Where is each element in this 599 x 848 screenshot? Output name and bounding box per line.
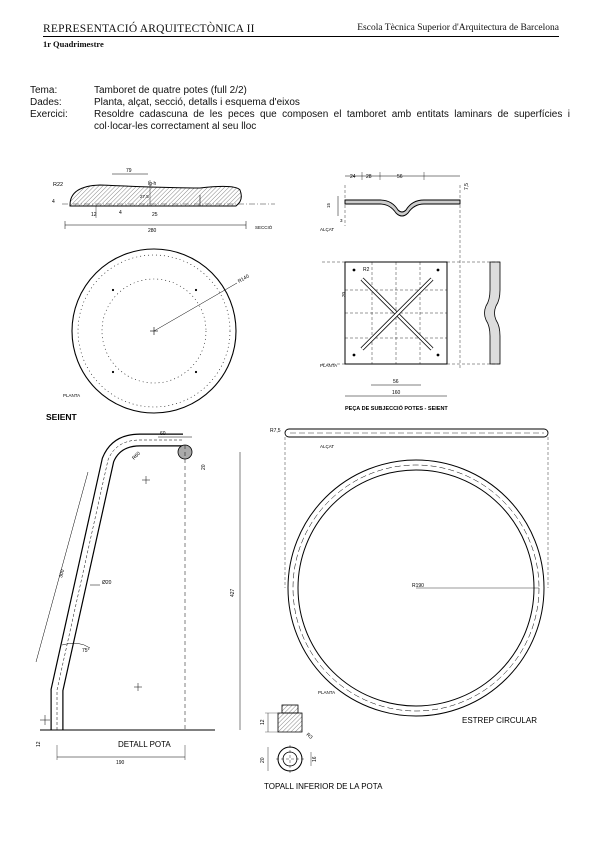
dim-12b: 12	[36, 741, 42, 747]
dim-r190: R190	[412, 583, 424, 589]
dim-16: 16	[312, 756, 318, 762]
label-planta-peca: PLANTA	[320, 363, 337, 368]
dim-56a: 56	[397, 174, 403, 180]
label-detall-pota: DETALL POTA	[118, 740, 171, 749]
dim-20b: 20	[201, 464, 207, 470]
dim-190: 190	[116, 760, 125, 766]
leg-cap-view: R3 12 20 16 TOPALL INFERIOR DE LA POTA	[260, 704, 383, 791]
dim-79: 79	[126, 168, 132, 174]
dim-56b: 56	[393, 379, 399, 385]
label-planta-seient: PLANTA	[63, 393, 80, 398]
exercise-info: Tema:Tamboret de quatre potes (full 2/2)…	[30, 85, 570, 133]
dim-diam-20: Ø20	[102, 580, 112, 586]
dim-angle-75: 75°	[82, 648, 90, 654]
dim-24: 24	[350, 174, 356, 180]
dim-7-5: 7,5	[464, 183, 470, 190]
dim-280: 280	[148, 228, 157, 234]
dim-r3: R3	[305, 732, 314, 741]
dim-12c: 12	[260, 719, 266, 725]
leg-detail-view: 60 R60 20 300 Ø20 75° 427 12 190 DETALL …	[35, 431, 241, 766]
dim-r2: R2	[363, 267, 370, 273]
ring-view: R7,5 ALÇAT R190 PLANTA ESTREP CIRCULAR	[270, 428, 549, 725]
bracket-elevation-view: 24 28 56 7,5 15 3 ALÇAT	[320, 172, 470, 370]
label-planta-estrep: PLANTA	[318, 690, 335, 695]
label-alcat-estrep: ALÇAT	[320, 444, 334, 449]
info-row-dades: Dades:Planta, alçat, secció, detalls i e…	[30, 97, 300, 108]
dim-r140: R140	[237, 273, 251, 284]
dim-12: 12	[91, 212, 97, 218]
dim-4b: 4	[119, 210, 122, 216]
label-peca-subjeccio: PEÇA DE SUBJECCIÓ POTES - SEIENT	[345, 404, 448, 412]
label-topall-inferior: TOPALL INFERIOR DE LA POTA	[264, 782, 383, 791]
dim-300: 300	[58, 569, 66, 579]
bracket-plan-view: R2 20 56 160 PLANTA PEÇA DE SUBJECCIÓ PO…	[320, 261, 501, 412]
dim-60: 60	[160, 431, 166, 437]
label-seccio: SECCIÓ	[255, 224, 273, 230]
dim-20c: 20	[260, 757, 266, 763]
dim-4a: 4	[52, 199, 55, 205]
info-row-tema: Tema:Tamboret de quatre potes (full 2/2)	[30, 85, 247, 96]
label-alcat-peca: ALÇAT	[320, 227, 334, 232]
dim-25: 25	[152, 212, 158, 218]
dim-lgh: lg-h	[148, 181, 157, 187]
school-name: Escola Tècnica Superior d'Arquitectura d…	[357, 23, 559, 33]
info-row-exercici: Exercici:Resoldre cadascuna de les peces…	[30, 109, 570, 132]
dim-20a: 20	[341, 291, 346, 297]
course-title: REPRESENTACIÓ ARQUITECTÒNICA II	[43, 23, 255, 35]
header-divider	[43, 36, 559, 37]
dim-15: 15	[326, 202, 331, 208]
label-seient: SEIENT	[46, 412, 78, 422]
dim-27: 27.5	[140, 194, 149, 199]
dim-r22: R22	[53, 182, 63, 188]
seat-section-view: R22 4 79 lg-h 27.5 12 4 25 280 SECCIÓ	[52, 168, 275, 234]
dim-r60: R60	[131, 451, 142, 462]
dim-r7-5: R7,5	[270, 428, 281, 434]
course-term: 1r Quadrimestre	[43, 39, 104, 49]
seat-plan-view: R140 PLANTA SEIENT	[46, 248, 251, 422]
dim-160: 160	[392, 390, 401, 396]
dim-427: 427	[230, 588, 236, 597]
dim-28: 28	[366, 174, 372, 180]
dim-3: 3	[340, 218, 343, 223]
label-estrep-circular: ESTREP CIRCULAR	[462, 716, 537, 725]
